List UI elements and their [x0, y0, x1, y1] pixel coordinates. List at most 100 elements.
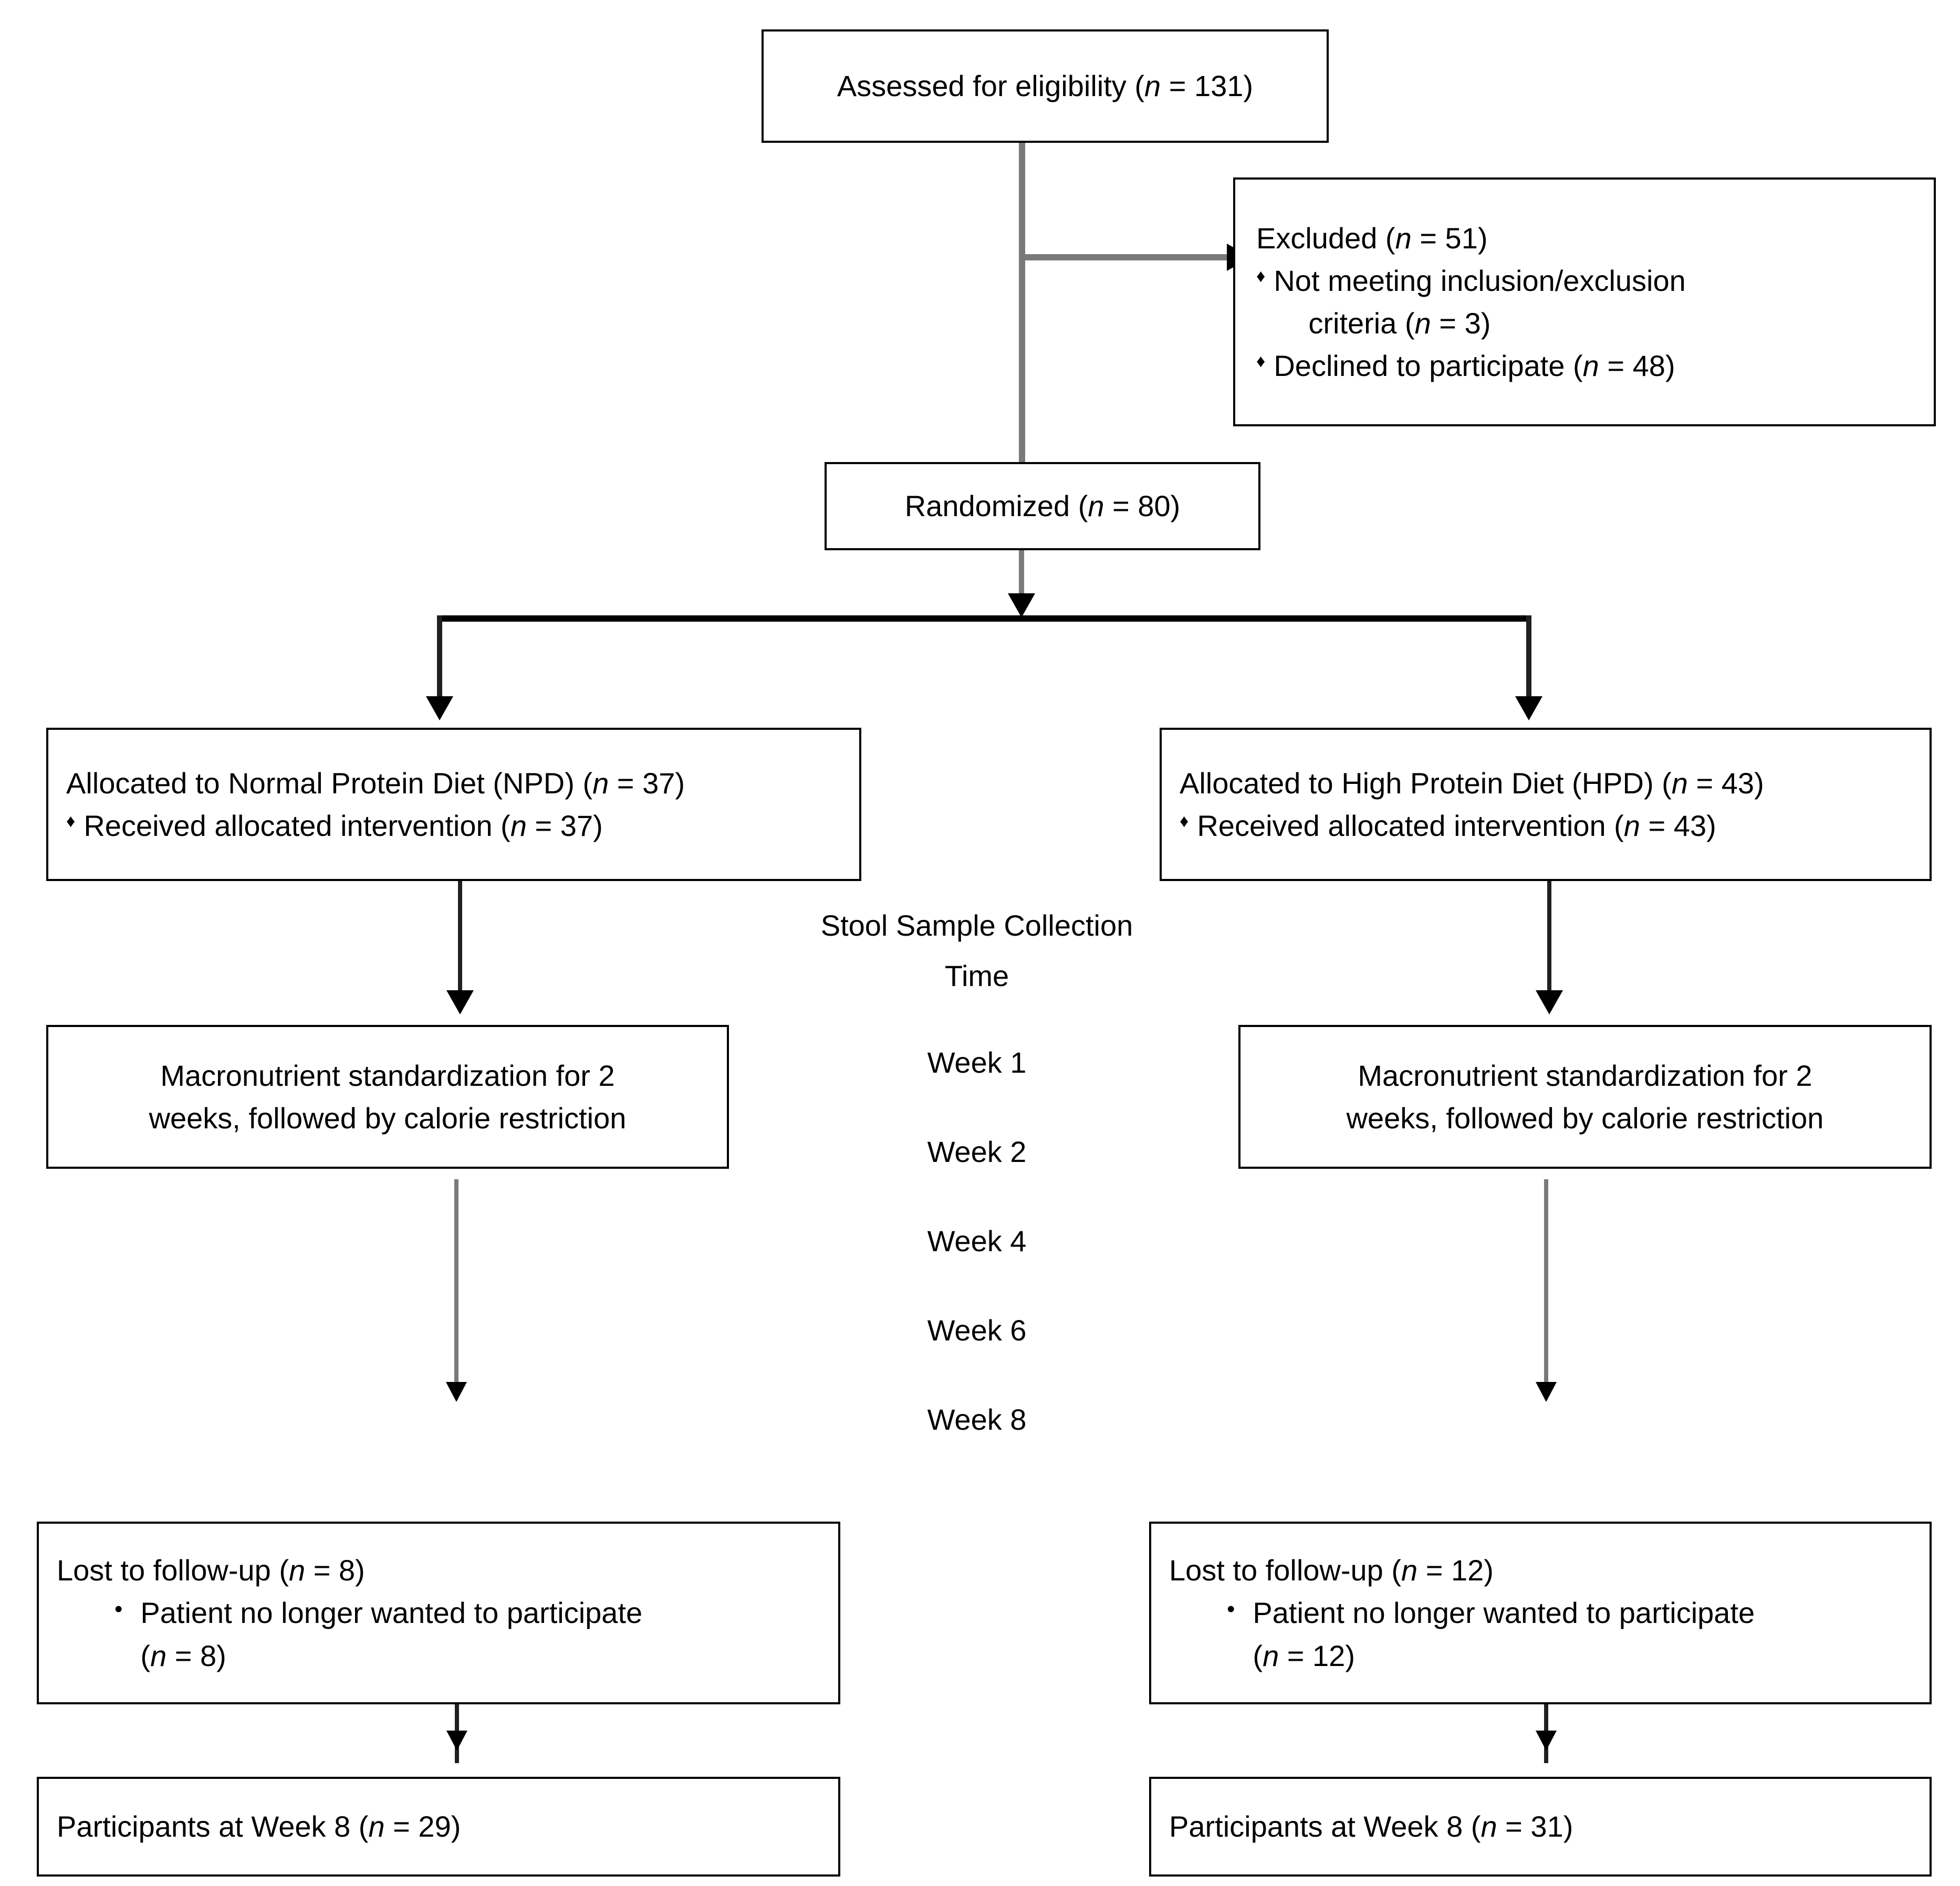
box-randomized: Randomized (n = 80) — [825, 462, 1260, 550]
excluded-item-2: ♦ Declined to participate (n = 48) — [1256, 344, 1919, 387]
excluded-heading: Excluded (n = 51) — [1256, 217, 1919, 259]
hpd-lost-heading-n: n — [1401, 1554, 1418, 1587]
excluded-item-1-line2-pre: criteria ( — [1308, 307, 1415, 340]
box-hpd-intervention: Macronutrient standardization for 2 week… — [1238, 1025, 1932, 1169]
npd-lost-heading-pre: Lost to follow-up ( — [57, 1554, 289, 1587]
npd-lost-heading-post: = 8) — [305, 1554, 365, 1587]
hpd-allocation-heading: Allocated to High Protein Diet (HPD) (n … — [1180, 762, 1930, 804]
hpd-lost-bullet-text: Patient no longer wanted to participate … — [1253, 1591, 1930, 1677]
box-hpd-participants-week8: Participants at Week 8 (n = 31) — [1149, 1777, 1932, 1877]
npd-lost-bullet-text: Patient no longer wanted to participate … — [140, 1591, 838, 1677]
excluded-heading-pre: Excluded ( — [1256, 221, 1395, 255]
arrowhead-npd-lost — [446, 1382, 467, 1402]
round-bullet-icon: • — [1227, 1596, 1235, 1622]
npd-lost-bullet-line2: (n = 8) — [140, 1634, 838, 1677]
arrowhead-hpd-intervention — [1536, 990, 1563, 1014]
hpd-bullet-post: = 43) — [1640, 809, 1716, 842]
hpd-heading-post: = 43) — [1687, 766, 1764, 800]
excluded-item-1-line2-n: n — [1414, 307, 1431, 340]
box-npd-participants-week8: Participants at Week 8 (n = 29) — [37, 1777, 840, 1877]
npd-bullet-n: n — [510, 809, 527, 842]
arrowhead-npd-final — [446, 1731, 467, 1751]
npd-final-pre: Participants at Week 8 ( — [57, 1810, 369, 1843]
hpd-final-n: n — [1481, 1810, 1497, 1843]
npd-intervention-line1: Macronutrient standardization for 2 — [160, 1059, 615, 1092]
npd-lost-heading: Lost to follow-up (n = 8) — [57, 1549, 838, 1591]
arrowhead-hpd-final — [1536, 1731, 1557, 1751]
connector-hpd-intervention-to-lost — [1544, 1179, 1548, 1388]
connector-hpd-alloc-to-intervention — [1547, 881, 1551, 994]
npd-final-post: = 29) — [384, 1810, 461, 1843]
hpd-lost-heading-pre: Lost to follow-up ( — [1169, 1554, 1401, 1587]
excluded-item-2-post: = 48) — [1599, 349, 1675, 383]
box-npd-lost-to-followup: Lost to follow-up (n = 8) • Patient no l… — [37, 1522, 840, 1704]
stool-collection-heading-line1: Stool Sample Collection — [820, 909, 1133, 942]
arrowhead-left-allocation — [426, 696, 453, 720]
npd-lost-line2-pre: ( — [140, 1639, 151, 1672]
hpd-heading-pre: Allocated to High Protein Diet (HPD) ( — [1180, 766, 1672, 800]
round-bullet-icon: • — [114, 1596, 123, 1622]
npd-lost-heading-n: n — [288, 1554, 306, 1587]
randomized-pre: Randomized ( — [904, 489, 1088, 523]
split-bar-allocation — [437, 615, 1531, 622]
hpd-heading-n: n — [1671, 766, 1688, 800]
diamond-bullet-icon: ♦ — [66, 811, 76, 831]
excluded-item-1-line2: criteria (n = 3) — [1274, 302, 1919, 344]
npd-bullet-pre: Received allocated intervention ( — [84, 809, 510, 842]
excluded-item-1: ♦ Not meeting inclusion/exclusion criter… — [1256, 259, 1919, 344]
excluded-item-2-text: Declined to participate (n = 48) — [1274, 344, 1919, 387]
excluded-heading-post: = 51) — [1411, 221, 1488, 255]
hpd-final-post: = 31) — [1497, 1810, 1573, 1843]
npd-heading-pre: Allocated to Normal Protein Diet (NPD) ( — [66, 766, 593, 800]
timepoint-week-8: Week 8 — [927, 1403, 1027, 1436]
npd-intervention-line2: weeks, followed by calorie restriction — [149, 1102, 627, 1135]
hpd-final-label: Participants at Week 8 (n = 31) — [1151, 1805, 1930, 1848]
excluded-heading-n: n — [1395, 221, 1412, 255]
npd-final-n: n — [368, 1810, 385, 1843]
box-allocated-hpd: Allocated to High Protein Diet (HPD) (n … — [1160, 728, 1932, 881]
excluded-item-1-line1: Not meeting inclusion/exclusion — [1274, 264, 1686, 297]
arrowhead-hpd-lost — [1536, 1382, 1557, 1402]
npd-allocation-heading: Allocated to Normal Protein Diet (NPD) (… — [66, 762, 859, 804]
assessed-label: Assessed for eligibility (n = 131) — [764, 65, 1327, 107]
arrowhead-randomized-split — [1008, 593, 1035, 617]
connector-npd-intervention-to-lost — [454, 1179, 458, 1388]
hpd-lost-heading-post: = 12) — [1417, 1554, 1494, 1587]
excluded-item-1-line2-post: = 3) — [1431, 307, 1491, 340]
connector-randomized-down — [1019, 550, 1024, 598]
connector-to-excluded — [1019, 254, 1229, 260]
npd-lost-bullet: • Patient no longer wanted to participat… — [57, 1591, 838, 1677]
connector-split-to-right-arm — [1526, 615, 1531, 699]
box-hpd-lost-to-followup: Lost to follow-up (n = 12) • Patient no … — [1149, 1522, 1932, 1704]
assessed-n-value: = 131) — [1161, 69, 1254, 103]
hpd-allocation-bullet-text: Received allocated intervention (n = 43) — [1197, 804, 1930, 847]
hpd-lost-line2-post: = 12) — [1279, 1639, 1355, 1672]
hpd-intervention-line1: Macronutrient standardization for 2 — [1358, 1059, 1812, 1092]
box-assessed-for-eligibility: Assessed for eligibility (n = 131) — [762, 29, 1329, 143]
hpd-lost-line2-pre: ( — [1253, 1639, 1263, 1672]
connector-npd-alloc-to-intervention — [458, 881, 462, 994]
box-allocated-npd: Allocated to Normal Protein Diet (NPD) (… — [46, 728, 861, 881]
npd-final-label: Participants at Week 8 (n = 29) — [39, 1805, 838, 1848]
diamond-bullet-icon: ♦ — [1256, 351, 1266, 372]
randomized-n: n — [1088, 489, 1104, 523]
assessed-text: Assessed for eligibility ( — [837, 69, 1145, 103]
hpd-allocation-bullet: ♦ Received allocated intervention (n = 4… — [1180, 804, 1930, 847]
hpd-bullet-pre: Received allocated intervention ( — [1197, 809, 1624, 842]
timepoint-week-2: Week 2 — [927, 1135, 1027, 1168]
hpd-final-pre: Participants at Week 8 ( — [1169, 1810, 1481, 1843]
npd-lost-line2-n: n — [150, 1639, 167, 1672]
excluded-item-2-n: n — [1582, 349, 1599, 383]
hpd-intervention-line2: weeks, followed by calorie restriction — [1346, 1102, 1824, 1135]
diamond-bullet-icon: ♦ — [1180, 811, 1189, 831]
box-excluded: Excluded (n = 51) ♦ Not meeting inclusio… — [1233, 177, 1936, 426]
diamond-bullet-icon: ♦ — [1256, 266, 1266, 286]
randomized-post: = 80) — [1104, 489, 1181, 523]
hpd-lost-bullet-line2: (n = 12) — [1253, 1634, 1930, 1677]
npd-bullet-post: = 37) — [526, 809, 603, 842]
hpd-lost-bullet: • Patient no longer wanted to participat… — [1169, 1591, 1930, 1677]
npd-heading-n: n — [592, 766, 609, 800]
excluded-item-1-text: Not meeting inclusion/exclusion criteria… — [1274, 259, 1919, 344]
timepoint-week-1: Week 1 — [927, 1046, 1027, 1079]
